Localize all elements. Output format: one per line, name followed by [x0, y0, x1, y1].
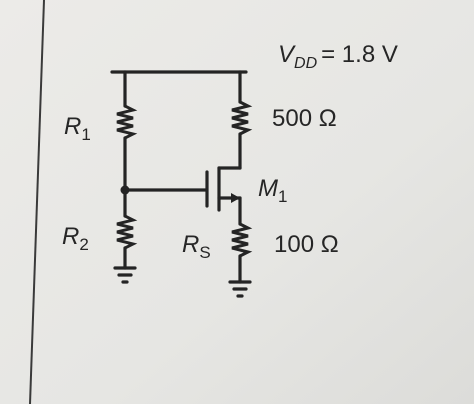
r1-label: R1: [64, 113, 91, 144]
page-margin-line: [29, 0, 45, 404]
ground-right: [228, 280, 252, 298]
resistor-rs: [231, 196, 253, 284]
resistor-r1: [116, 70, 138, 192]
r2-subscript: 2: [79, 235, 88, 254]
rs-symbol: R: [182, 231, 199, 258]
m1-symbol: M: [258, 175, 278, 202]
vdd-label: VDD= 1.8 V: [278, 41, 398, 72]
r2-symbol: R: [62, 223, 79, 250]
m1-label: M1: [258, 175, 287, 206]
resistor-r2: [116, 188, 138, 270]
rs-subscript: S: [199, 243, 210, 262]
r2-label: R2: [62, 223, 89, 254]
vdd-symbol: V: [278, 41, 296, 68]
rd-value-label: 500 Ω: [272, 105, 337, 132]
vdd-value: = 1.8 V: [321, 41, 398, 68]
ground-left: [113, 266, 137, 284]
r1-subscript: 1: [81, 125, 90, 144]
rs-label: RS: [182, 231, 211, 262]
r1-symbol: R: [64, 113, 81, 140]
mosfet-m1: [205, 166, 242, 212]
vdd-subscript: DD: [294, 55, 318, 72]
resistor-rd: [231, 70, 253, 170]
source-arrow: [231, 193, 240, 203]
rs-value-label: 100 Ω: [274, 231, 339, 258]
m1-subscript: 1: [278, 187, 287, 206]
